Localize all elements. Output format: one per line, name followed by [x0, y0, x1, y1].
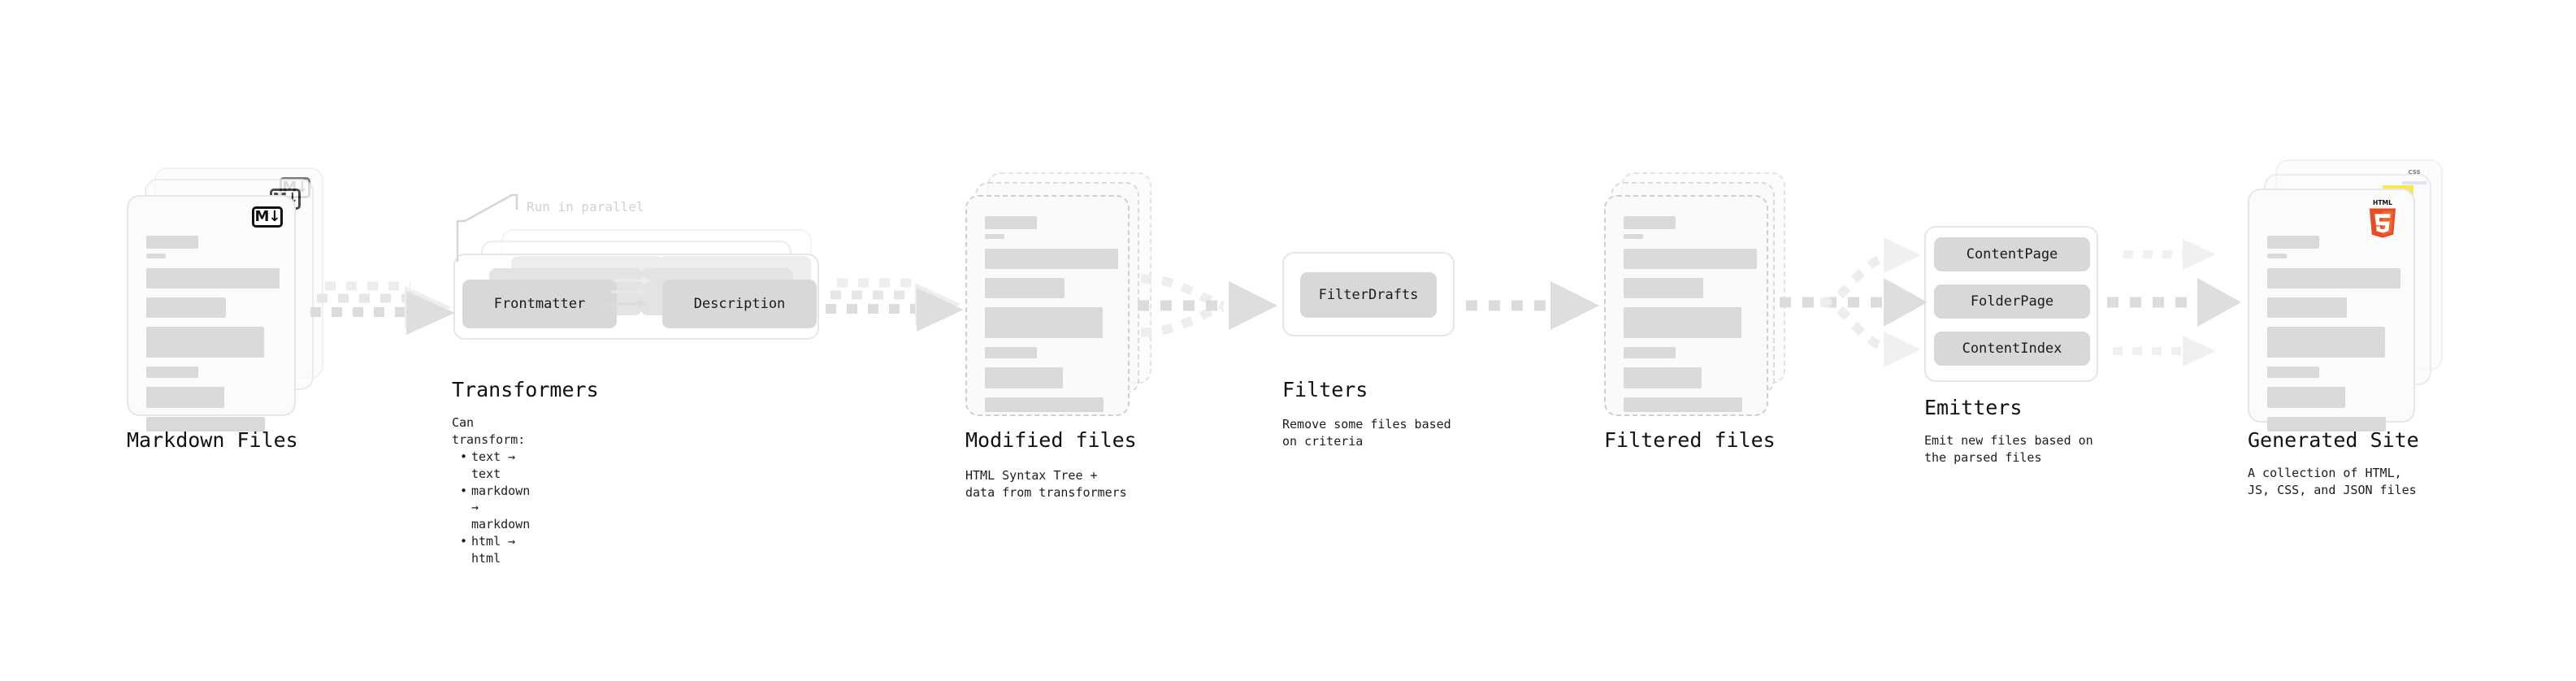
content-bar	[985, 216, 1037, 229]
svg-text:HTML: HTML	[2373, 199, 2392, 206]
filter-chip-filterdrafts[interactable]: FilterDrafts	[1300, 272, 1437, 318]
content-bar	[1624, 278, 1703, 298]
connector-modified-to-filters	[1138, 274, 1277, 337]
content-bar	[1624, 307, 1741, 338]
filtered-file-card-front[interactable]	[1604, 195, 1768, 416]
markdown-icon: M↓	[252, 206, 283, 228]
file-content-placeholder	[1624, 216, 1757, 421]
emitter-chip-contentindex[interactable]: ContentIndex	[1934, 332, 2090, 366]
list-item: html → html	[460, 533, 530, 566]
content-bar	[2267, 268, 2400, 288]
content-bar	[2267, 367, 2319, 378]
transformers-bullet-list: text → text markdown → markdown html → h…	[452, 449, 530, 566]
content-bar	[146, 417, 265, 432]
connector-emitters-to-site	[2107, 239, 2241, 367]
content-bar	[985, 367, 1063, 388]
file-content-placeholder	[146, 236, 280, 440]
stage-title-filters: Filters	[1282, 378, 1368, 401]
content-bar	[1624, 397, 1742, 412]
stage-title-transformers: Transformers	[452, 378, 599, 401]
html5-icon: HTML	[2365, 198, 2400, 239]
content-bar	[2267, 254, 2287, 258]
transformers-capability-list: Can transform: text → text markdown → ma…	[452, 414, 530, 566]
content-bar	[146, 236, 198, 249]
content-bar	[985, 347, 1037, 358]
content-bar	[146, 254, 166, 258]
content-bar	[985, 397, 1104, 412]
run-in-parallel-note: Run in parallel	[527, 199, 644, 215]
modified-file-card-front[interactable]	[965, 195, 1130, 416]
content-bar	[1624, 216, 1676, 229]
connector-filtered-to-emitters	[1780, 237, 1928, 367]
content-bar	[2267, 387, 2345, 408]
stage-subtitle-filters: Remove some files based on criteria	[1282, 417, 1451, 449]
file-content-placeholder	[2267, 236, 2400, 440]
content-bar	[146, 327, 264, 358]
content-bar	[1624, 249, 1757, 269]
content-bar	[146, 387, 224, 408]
content-bar	[985, 249, 1118, 269]
content-bar	[1624, 347, 1676, 358]
stage-title-markdown-files: Markdown Files	[127, 428, 298, 452]
content-bar	[146, 367, 198, 378]
emitter-chip-folderpage[interactable]: FolderPage	[1934, 284, 2090, 319]
connector-transformers-to-modified	[826, 278, 964, 332]
content-bar	[146, 297, 226, 318]
content-bar	[2267, 297, 2347, 318]
content-bar	[2267, 417, 2386, 432]
content-bar	[1624, 234, 1643, 239]
content-bar	[2267, 327, 2385, 358]
list-item: text → text	[460, 449, 530, 482]
content-bar	[985, 278, 1065, 298]
transformer-chip-frontmatter[interactable]: Frontmatter	[462, 280, 617, 328]
list-item: markdown → markdown	[460, 483, 530, 533]
emitter-chip-contentpage[interactable]: ContentPage	[1934, 237, 2090, 271]
site-file-card-front[interactable]: HTML	[2248, 189, 2415, 432]
stage-subtitle-emitters: Emit new files based on the parsed files	[1924, 433, 2093, 465]
stage-title-emitters: Emitters	[1924, 396, 2023, 419]
stage-title-filtered-files: Filtered files	[1604, 428, 1776, 452]
transformers-lead: Can transform:	[452, 415, 526, 447]
content-bar	[985, 234, 1004, 239]
file-content-placeholder	[985, 216, 1118, 421]
content-bar	[2267, 236, 2319, 249]
connector-filters-to-filtered	[1466, 281, 1599, 330]
content-bar	[1624, 367, 1702, 388]
markdown-file-card-front[interactable]: M↓	[127, 195, 296, 432]
stage-subtitle-generated-site: A collection of HTML, JS, CSS, and JSON …	[2248, 466, 2417, 497]
content-bar	[985, 307, 1103, 338]
stage-title-generated-site: Generated Site	[2248, 428, 2419, 452]
stage-title-modified-files: Modified files	[965, 428, 1137, 452]
transformer-chip-description[interactable]: Description	[662, 280, 817, 328]
content-bar	[146, 268, 280, 288]
connector-md-to-transformers	[310, 281, 455, 335]
stage-subtitle-modified-files: HTML Syntax Tree + data from transformer…	[965, 468, 1127, 500]
